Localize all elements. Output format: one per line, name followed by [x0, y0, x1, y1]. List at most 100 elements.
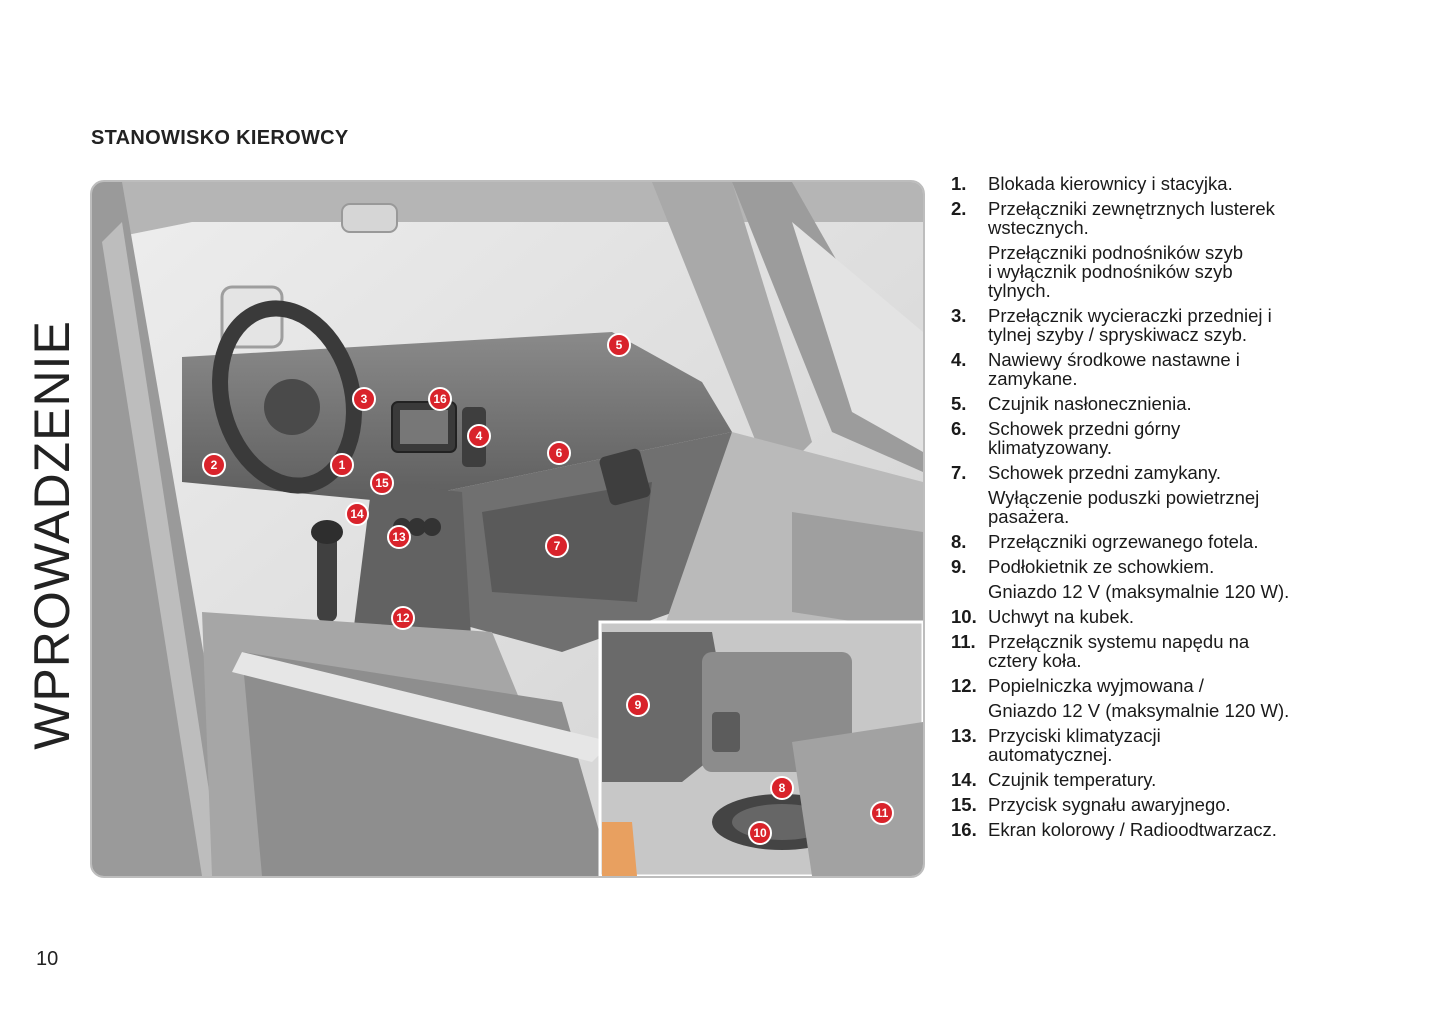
section-label: WPROWADZENIE: [22, 280, 82, 790]
legend-extra-line: pasażera.: [988, 506, 1070, 527]
callout-6: 6: [547, 441, 571, 465]
legend-text: Ekran kolorowy / Radioodtwarzacz.: [988, 820, 1411, 839]
callout-3: 3: [352, 387, 376, 411]
callout-10: 10: [748, 821, 772, 845]
legend-extra-line: Przełączniki podnośników szyb: [988, 242, 1244, 263]
legend-text: Czujnik temperatury.: [988, 770, 1411, 789]
svg-text:2: 2: [211, 458, 218, 472]
page-number: 10: [36, 948, 59, 970]
legend-text: Schowek przedni zamykany.Wyłączenie podu…: [988, 463, 1411, 526]
legend-item: 10. Uchwyt na kubek.: [951, 607, 1411, 626]
legend-extra-line: Gniazdo 12 V (maksymalnie 120 W).: [988, 581, 1290, 602]
legend-list: 1. Blokada kierownicy i stacyjka. 2. Przełą…: [951, 174, 1411, 845]
legend-line: cztery koła.: [988, 650, 1082, 671]
legend-text: Blokada kierownicy i stacyjka.: [988, 174, 1411, 193]
legend-number: 5.: [951, 393, 967, 414]
section-label-text: WPROWADZENIE: [24, 320, 81, 750]
legend-text: Podłokietnik ze schowkiem. Gniazdo 12 V (…: [988, 557, 1411, 601]
svg-text:4: 4: [476, 429, 483, 443]
svg-text:9: 9: [635, 698, 642, 712]
legend-extra-line: i wyłącznik podnośników szyb: [988, 261, 1233, 282]
callout-8: 8: [770, 776, 794, 800]
svg-text:10: 10: [753, 826, 767, 840]
legend-number: 10.: [951, 606, 977, 627]
legend-number: 16.: [951, 819, 977, 840]
legend-number: 3.: [951, 305, 967, 326]
legend-extra-line: Gniazdo 12 V (maksymalnie 120 W).: [988, 700, 1290, 721]
legend-line: Blokada kierownicy i stacyjka.: [988, 173, 1233, 194]
svg-text:7: 7: [554, 539, 561, 553]
legend-number: 7.: [951, 462, 967, 483]
legend-line: tylnej szyby / spryskiwacz szyb.: [988, 324, 1248, 345]
svg-text:13: 13: [392, 530, 406, 544]
legend-line: automatycznej.: [988, 744, 1113, 765]
legend-line: Schowek przedni zamykany.: [988, 462, 1222, 483]
callout-1: 1: [330, 453, 354, 477]
legend-line: Przyciski klimatyzacji: [988, 725, 1161, 746]
callout-16: 16: [428, 387, 452, 411]
legend-number: 1.: [951, 173, 967, 194]
svg-text:11: 11: [876, 806, 889, 820]
legend-number: 2.: [951, 198, 967, 219]
legend-line: Ekran kolorowy / Radioodtwarzacz.: [988, 819, 1277, 840]
legend-line: zamykane.: [988, 368, 1078, 389]
legend-line: Przełączniki zewnętrznych lusterek: [988, 198, 1275, 219]
legend-line: Przełącznik systemu napędu na: [988, 631, 1250, 652]
legend-line: Czujnik temperatury.: [988, 769, 1157, 790]
legend-number: 4.: [951, 349, 967, 370]
legend-number: 11.: [951, 631, 976, 652]
svg-text:12: 12: [396, 611, 410, 625]
legend-item: 12.Popielniczka wyjmowana /Gniazdo 12 V …: [951, 676, 1411, 720]
legend-item: 16. Ekran kolorowy / Radioodtwarzacz.: [951, 820, 1411, 839]
callout-14: 14: [345, 502, 369, 526]
legend-text: Popielniczka wyjmowana / Gniazdo 12 V (ma…: [988, 676, 1411, 720]
legend-line: klimatyzowany.: [988, 437, 1113, 458]
legend-text: Uchwyt na kubek.: [988, 607, 1411, 626]
legend-number: 8.: [951, 531, 967, 552]
svg-text:3: 3: [361, 392, 368, 406]
legend-number: 6.: [951, 418, 967, 439]
legend-number: 15.: [951, 794, 977, 815]
callout-13: 13: [387, 525, 411, 549]
svg-text:15: 15: [375, 476, 389, 490]
callout-2: 2: [202, 453, 226, 477]
legend-line: Czujnik nasłonecznienia.: [988, 393, 1192, 414]
legend-line: Przycisk sygnału awaryjnego.: [988, 794, 1231, 815]
legend-text: Czujnik nasłonecznienia.: [988, 394, 1411, 413]
legend-line: wstecznych.: [988, 217, 1089, 238]
svg-text:16: 16: [433, 392, 447, 406]
legend-line: Schowek przedni górny: [988, 418, 1181, 439]
legend-line: Podłokietnik ze schowkiem.: [988, 556, 1215, 577]
legend-item: 15. Przycisk sygnału awaryjnego.: [951, 795, 1411, 814]
svg-text:6: 6: [556, 446, 563, 460]
svg-text:1: 1: [339, 458, 346, 472]
legend-number: 13.: [951, 725, 977, 746]
callout-15: 15: [370, 471, 394, 495]
legend-line: Nawiewy środkowe nastawne i: [988, 349, 1240, 370]
dashboard-drawing: 1 2 3 4 5 6 7 8 9 10 11 12 13 14 15 16: [92, 182, 923, 876]
callout-7: 7: [545, 534, 569, 558]
legend-number: 9.: [951, 556, 967, 577]
svg-text:5: 5: [616, 338, 623, 352]
legend-line: Popielniczka wyjmowana /: [988, 675, 1204, 696]
legend-item: 9. Podłokietnik ze schowkiem. Gniazdo 12 V…: [951, 557, 1411, 601]
legend-line: Przełącznik wycieraczki przedniej i: [988, 305, 1272, 326]
legend-item: 7. Schowek przedni zamykany.Wyłączenie po…: [951, 463, 1411, 526]
dashboard-illustration: 1 2 3 4 5 6 7 8 9 10 11 12 13 14 15 16: [90, 180, 925, 878]
callout-4: 4: [467, 424, 491, 448]
legend-number: 14.: [951, 769, 977, 790]
legend-text: Przełączniki ogrzewanego fotela.: [988, 532, 1411, 551]
legend-extra-line: tylnych.: [988, 280, 1051, 301]
legend-text: Przycisk sygnału awaryjnego.: [988, 795, 1411, 814]
callout-9: 9: [626, 693, 650, 717]
